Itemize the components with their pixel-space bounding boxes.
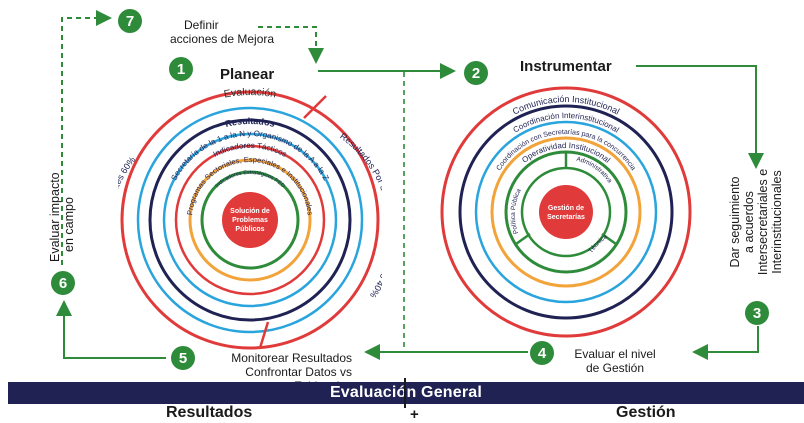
svg-text:1: 1 xyxy=(177,61,185,78)
step-3-badge: 3 xyxy=(745,301,769,325)
svg-text:Secretarías: Secretarías xyxy=(547,214,585,221)
svg-text:3: 3 xyxy=(753,305,761,322)
step-4-badge: 4 xyxy=(530,341,554,365)
step-7-badge: 7 xyxy=(118,9,142,33)
step-5-badge: 5 xyxy=(171,346,195,370)
ring-resultados xyxy=(148,118,352,322)
svg-text:6: 6 xyxy=(59,275,67,292)
step-3-label: Dar seguimiento a acuerdos Intersecretar… xyxy=(728,168,784,276)
arrow-6-to-7 xyxy=(61,10,112,265)
svg-text:4: 4 xyxy=(538,345,547,362)
ring-evaluacion xyxy=(120,90,380,350)
arrow-2-to-3 xyxy=(636,65,764,169)
bottom-plus-sign: + xyxy=(410,406,419,423)
svg-text:Resultados: Resultados xyxy=(224,116,276,129)
svg-text:Problemas: Problemas xyxy=(232,217,268,224)
step-2-badge: 2 xyxy=(464,61,488,85)
step-4-label: Evaluar el nivel de Gestión xyxy=(574,347,656,375)
planear-circle-diagram: Evaluación Resultados Secretaría de la 1… xyxy=(118,88,382,350)
svg-text:Técnica: Técnica xyxy=(587,233,609,254)
svg-text:Evaluación: Evaluación xyxy=(223,88,277,101)
ring-coordinacion xyxy=(474,120,658,304)
svg-text:7: 7 xyxy=(126,13,134,30)
ring-coord-secretarias xyxy=(490,136,642,288)
evaluacion-general-label: Evaluación General xyxy=(329,384,483,401)
svg-text:Públicos: Públicos xyxy=(235,226,264,233)
svg-text:Indicadores Estratégicos PED: Indicadores Estratégicos PED xyxy=(214,170,285,189)
svg-text:Gestión de: Gestión de xyxy=(548,205,584,212)
step-6-badge: 6 xyxy=(51,271,75,295)
svg-text:2: 2 xyxy=(472,65,480,82)
step-1-badge: 1 xyxy=(169,57,193,81)
arrow-5-to-6 xyxy=(56,300,166,359)
bar-divider xyxy=(404,378,406,408)
planear-title: Planear xyxy=(220,66,275,83)
instrumentar-title: Instrumentar xyxy=(520,58,612,75)
bottom-resultados-label: Resultados xyxy=(166,404,253,421)
ring-programas xyxy=(188,158,312,282)
ring-comunicacion xyxy=(458,104,674,320)
step-6-label: Evaluar impacto en campo xyxy=(48,172,76,262)
arrow-7-to-planear xyxy=(258,26,324,64)
svg-text:Resultados Por Secretaría u or: Resultados Por Secretaría u organismo 40… xyxy=(338,131,382,300)
arrow-3-to-4 xyxy=(692,326,759,360)
ring-estrategicos xyxy=(200,170,300,270)
instrumentar-circle-diagram: Comunicación Institucional Coordinación … xyxy=(440,86,692,338)
center-solucion xyxy=(222,192,278,248)
evaluacion-general-bar: Evaluación General xyxy=(8,382,804,404)
ring-resultados-outer xyxy=(136,106,364,334)
svg-text:Solución de: Solución de xyxy=(230,208,270,215)
ring-indicadores xyxy=(174,144,326,296)
center-gestion xyxy=(539,185,593,239)
ring-outer xyxy=(440,86,692,338)
step-7-label: Definir acciones de Mejora xyxy=(170,18,275,46)
svg-text:5: 5 xyxy=(179,350,187,367)
ring-secretaria xyxy=(162,132,338,308)
bottom-gestion-label: Gestión xyxy=(616,404,676,421)
